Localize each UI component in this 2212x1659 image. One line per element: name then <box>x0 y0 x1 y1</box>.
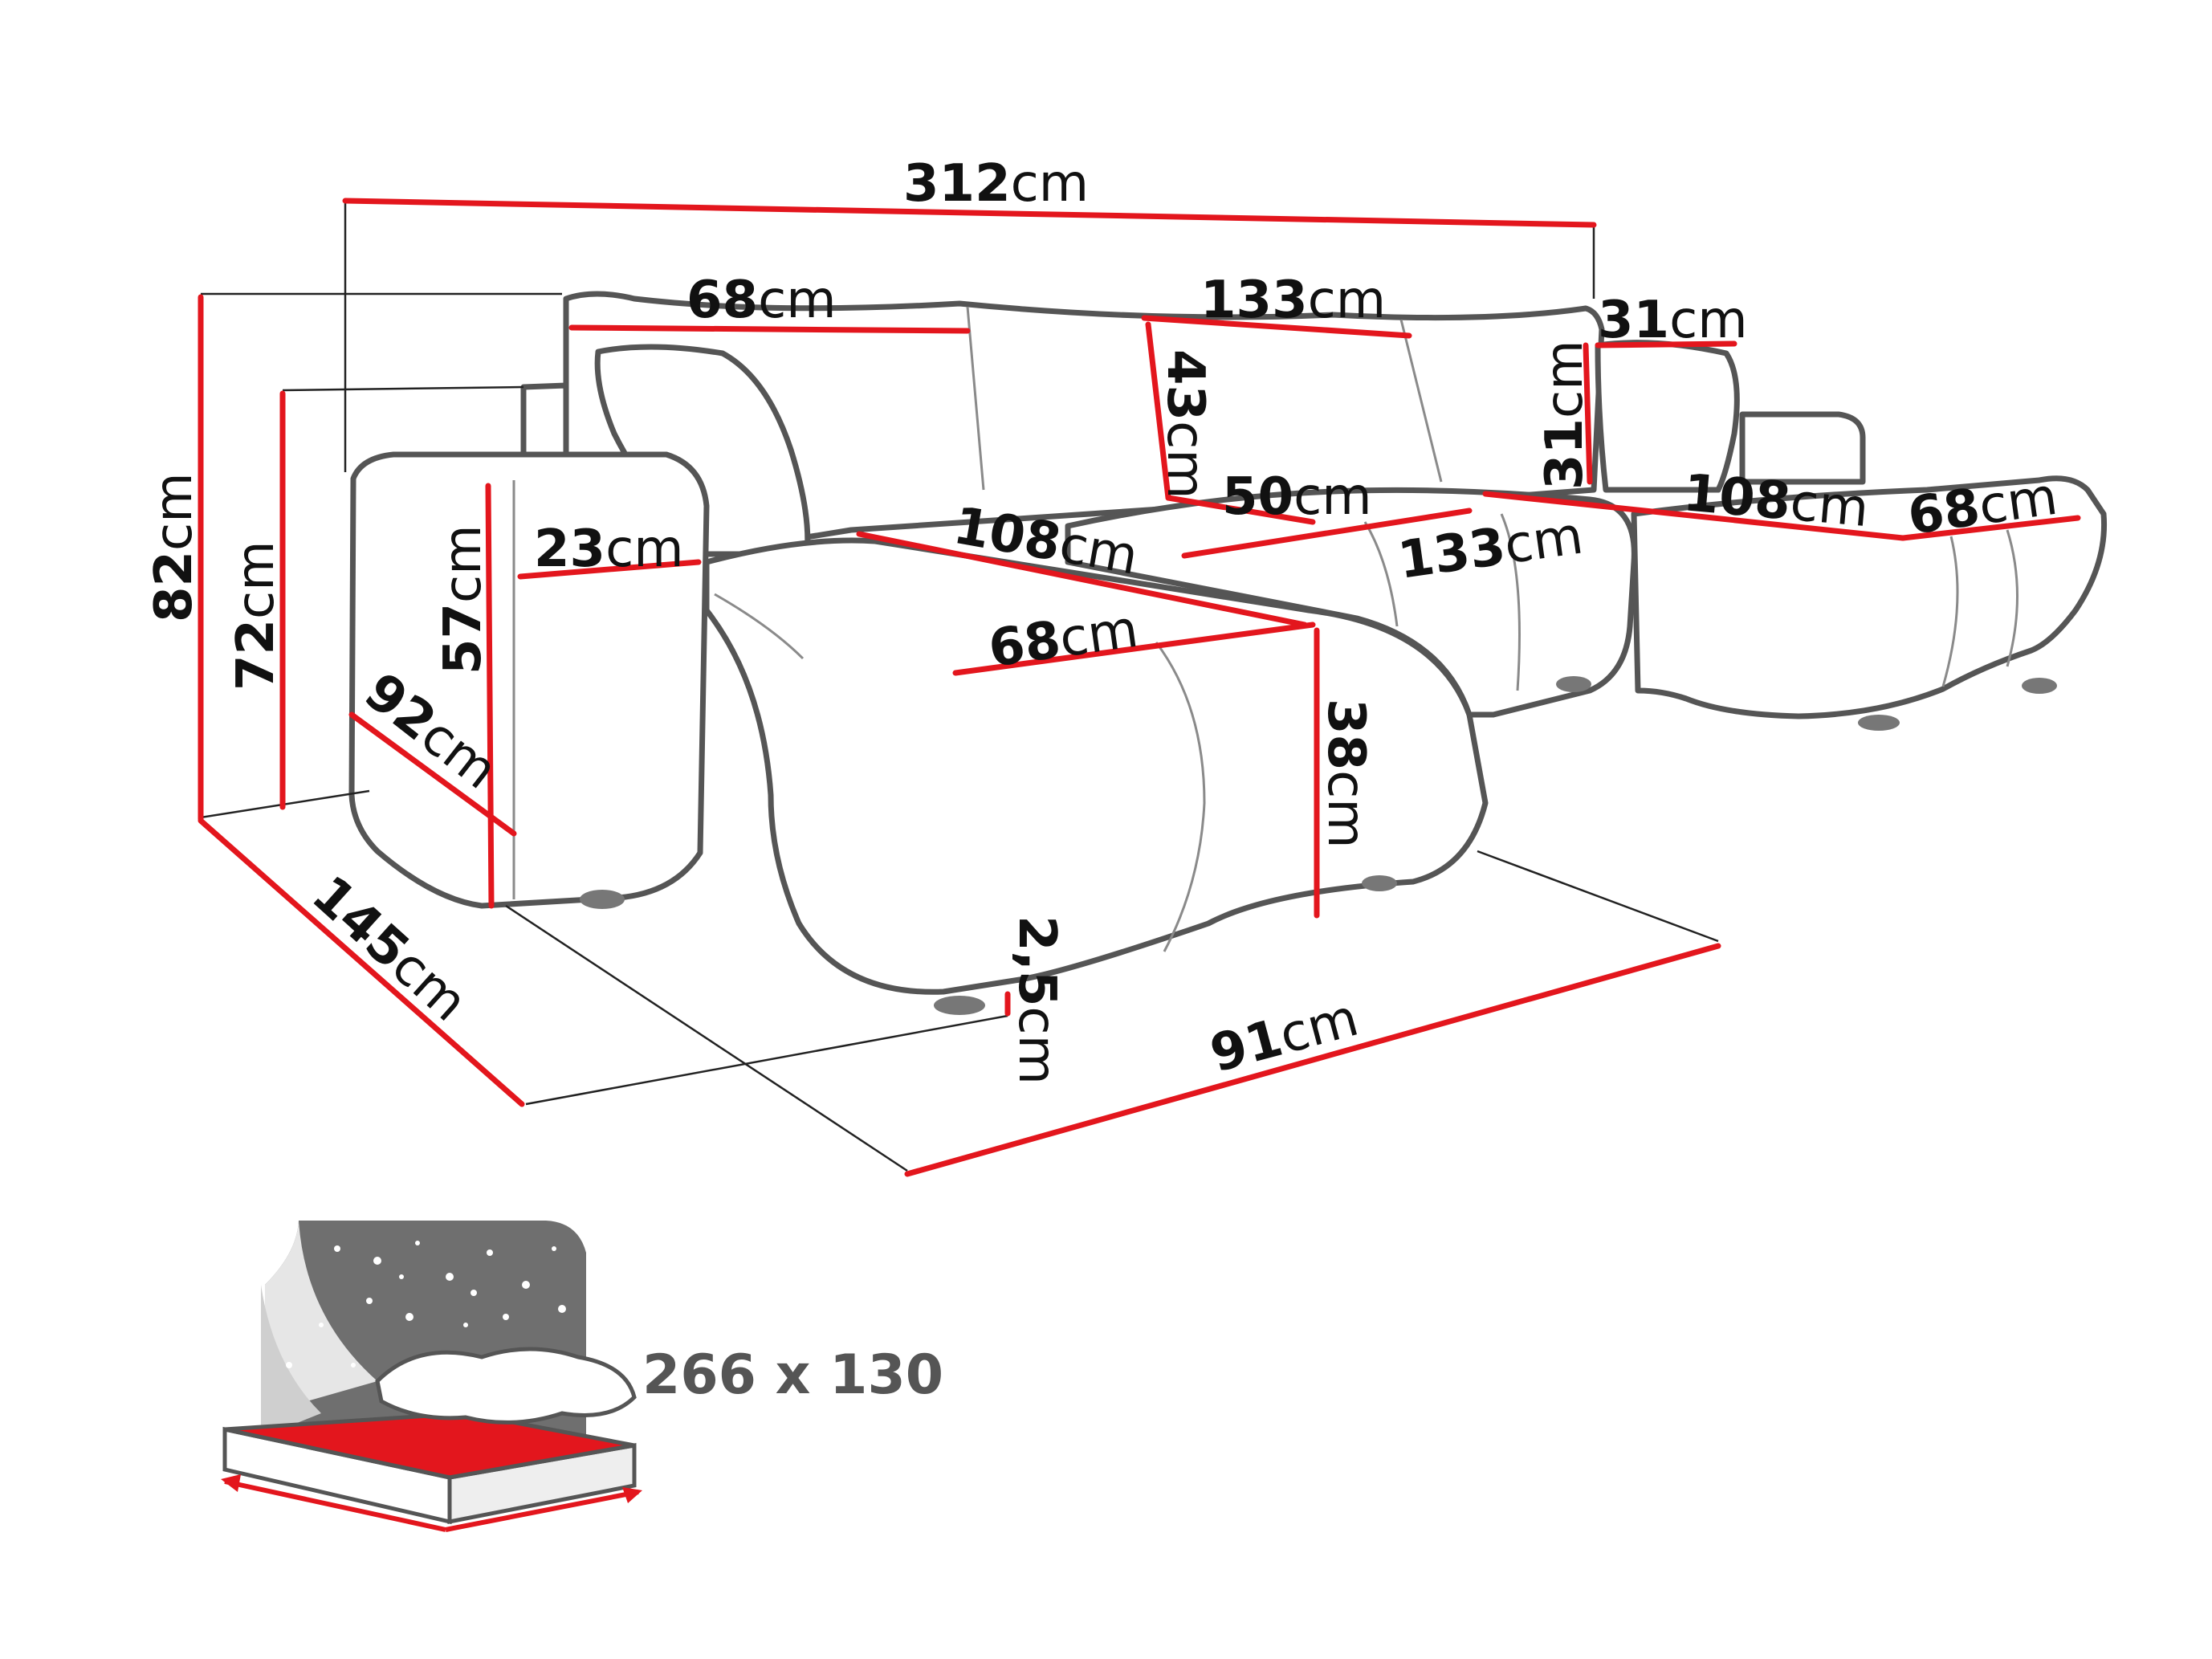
label-back-middle: 133cm <box>1200 271 1386 330</box>
label-back-left: 68cm <box>686 271 837 330</box>
sleeping-area-label: 266 x 130 <box>642 1343 943 1407</box>
sofa-legs <box>580 676 2057 1015</box>
label-armrest-height: 57cm <box>434 524 493 675</box>
right-back-box <box>1739 411 1866 485</box>
label-right-chaise-width: 68cm <box>1904 467 2061 547</box>
label-back-height: 72cm <box>226 540 286 691</box>
label-middle-seat-width: 133cm <box>1395 506 1587 590</box>
extension-lines <box>200 201 1719 1172</box>
left-back-pillow <box>594 344 811 557</box>
label-seat-depth-middle: 50cm <box>1222 467 1372 527</box>
label-right-cushion-height: 31cm <box>1535 340 1595 490</box>
label-total-height: 82cm <box>145 472 204 622</box>
label-left-chaise-width: 68cm <box>985 600 1142 679</box>
label-left-chaise-length: 108cm <box>949 496 1142 587</box>
label-right-cushion-width: 31cm <box>1598 291 1748 350</box>
label-leg-height: 2,5cm <box>1007 915 1066 1085</box>
dimension-labels: 312cm 68cm 133cm 31cm 82cm 72cm 57cm 23c… <box>145 154 2061 1085</box>
label-backrest-height: 43cm <box>1155 349 1215 499</box>
label-total-width: 312cm <box>903 154 1089 214</box>
label-seat-height: 38cm <box>1316 699 1375 849</box>
left-armrest-back <box>520 382 569 461</box>
dimension-lines <box>198 198 2081 1177</box>
label-right-chaise-length: 108cm <box>1681 463 1872 539</box>
right-chaise-seat <box>1631 475 2108 719</box>
bed-night-icon <box>221 1221 642 1532</box>
label-armrest-width: 23cm <box>534 520 684 579</box>
sofa-outline <box>348 291 2108 1015</box>
